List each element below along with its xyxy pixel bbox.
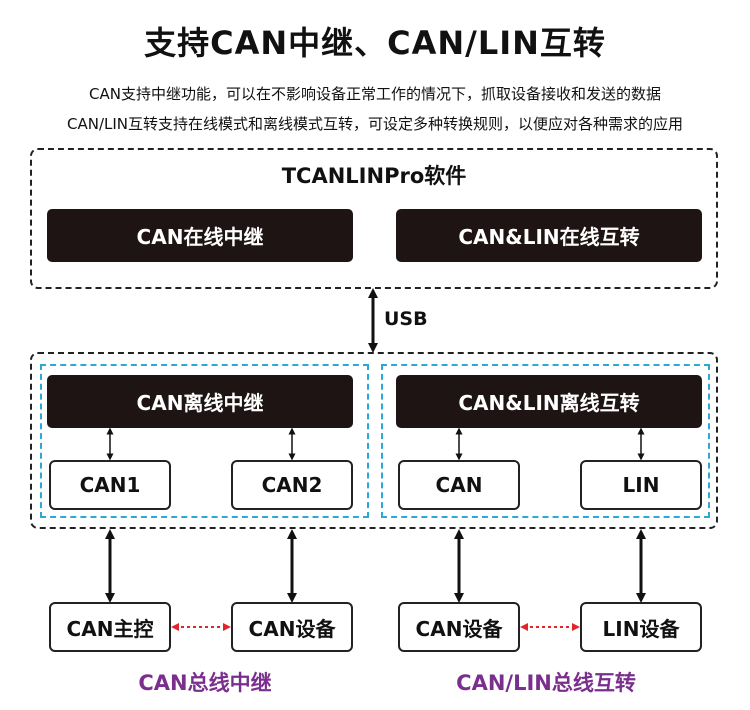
can-offline-relay-block: CAN离线中继 (47, 375, 353, 428)
software-title: TCANLINPro软件 (281, 164, 467, 188)
can-online-relay-block: CAN在线中继 (47, 209, 353, 262)
port-can: CAN (398, 460, 520, 510)
relay-group-box (40, 364, 369, 518)
can-lin-offline-convert-block: CAN&LIN离线互转 (396, 375, 702, 428)
can-master-box: CAN主控 (49, 602, 171, 652)
description-line-2: CAN/LIN互转支持在线模式和离线模式互转，可设定多种转换规则，以便应对各种需… (66, 115, 683, 133)
page-title: 支持CAN中继、CAN/LIN互转 (144, 24, 606, 62)
can-device-box-2: CAN设备 (398, 602, 520, 652)
port-can1: CAN1 (49, 460, 171, 510)
can-lin-bus-convert-label: CAN/LIN总线互转 (456, 671, 636, 695)
can-device-box-1: CAN设备 (231, 602, 353, 652)
device-box (30, 352, 718, 529)
usb-label: USB (384, 308, 428, 330)
description-line-1: CAN支持中继功能，可以在不影响设备正常工作的情况下，抓取设备接收和发送的数据 (89, 85, 661, 103)
lin-device-box: LIN设备 (580, 602, 702, 652)
convert-group-box (381, 364, 710, 518)
can-bus-relay-label: CAN总线中继 (138, 671, 272, 695)
port-lin: LIN (580, 460, 702, 510)
can-lin-online-convert-block: CAN&LIN在线互转 (396, 209, 702, 262)
port-can2: CAN2 (231, 460, 353, 510)
